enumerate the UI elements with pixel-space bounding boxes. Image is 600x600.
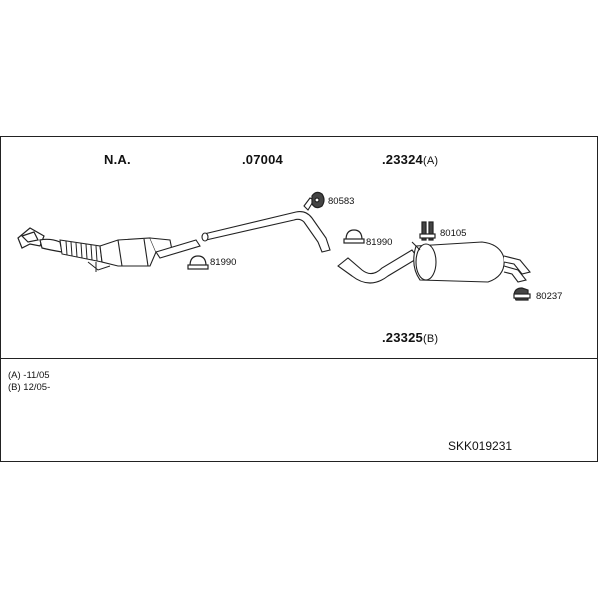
diagram-frame	[0, 136, 598, 462]
part-23324-suffix: (A)	[422, 155, 439, 167]
clamp-81990-left-icon	[187, 255, 209, 270]
label-hanger-80583: 80583	[328, 196, 355, 207]
middle-pipe	[337, 249, 419, 284]
label-clamp-81990-left: 81990	[210, 257, 237, 268]
part-23324-number: .23324	[382, 152, 423, 167]
kit-code: SKK019231	[448, 439, 513, 453]
label-part-23325: .23325(B)	[382, 331, 438, 345]
rear-muffler	[411, 241, 531, 283]
hanger-80105-icon	[419, 221, 436, 241]
label-part-07004: .07004	[242, 152, 283, 167]
hanger-80583-icon	[311, 191, 325, 209]
label-na: N.A.	[104, 152, 131, 167]
note-a: (A) -11/05	[8, 370, 50, 381]
label-hanger-80105: 80105	[440, 228, 467, 239]
clamp-81990-mid-icon	[343, 229, 365, 244]
hanger-80237-icon	[513, 287, 531, 301]
front-pipe-07004	[201, 197, 331, 253]
label-hanger-80237: 80237	[536, 291, 563, 302]
label-part-23324: .23324(A)	[382, 153, 438, 167]
note-b: (B) 12/05-	[8, 382, 51, 393]
section-divider	[0, 358, 598, 359]
part-23325-suffix: (B)	[422, 333, 439, 345]
label-clamp-81990-mid: 81990	[366, 237, 393, 248]
exhaust-manifold	[17, 227, 63, 253]
part-23325-number: .23325	[382, 330, 423, 345]
catalytic-converter	[99, 237, 201, 267]
